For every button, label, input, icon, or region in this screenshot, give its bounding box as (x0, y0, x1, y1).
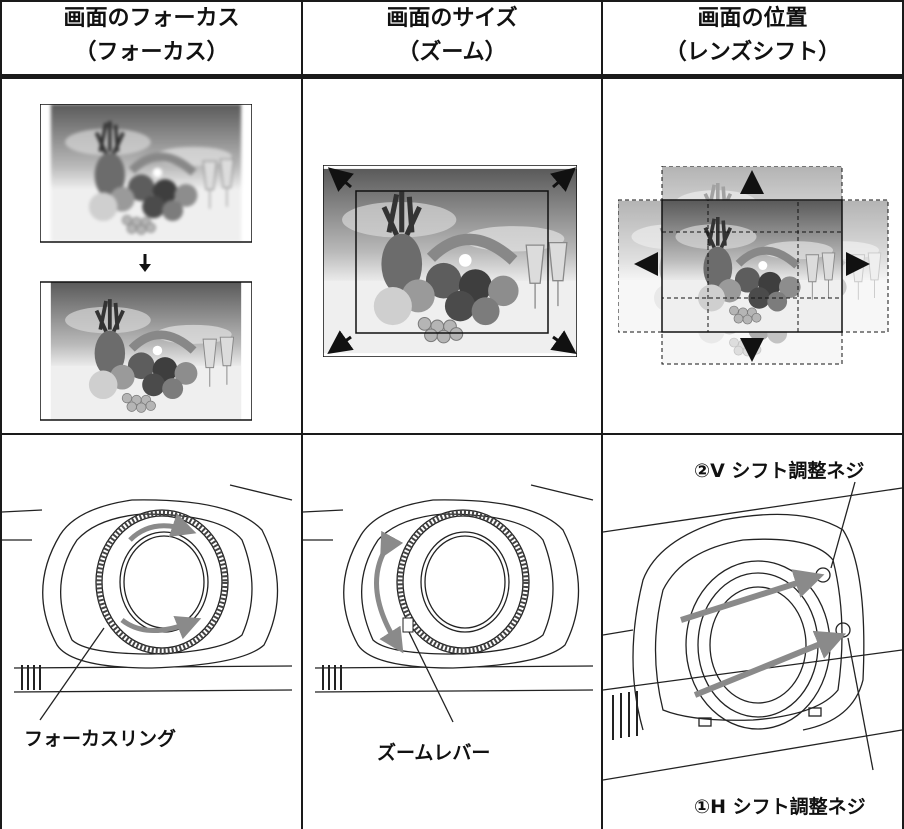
shift-illustration (618, 166, 890, 366)
zoom-lever-illustration (303, 440, 601, 740)
focus-ring-illustration (2, 440, 301, 740)
header-position: 画面の位置 （レンズシフト） (603, 0, 902, 72)
header-zoom-subtitle: （ズーム） (397, 40, 507, 65)
h-shift-label: ①H シフト調整ネジ (694, 796, 866, 818)
zoom-illustration (323, 165, 577, 357)
blurred-image (51, 104, 241, 242)
header-position-title: 画面の位置 (697, 6, 808, 31)
v-shift-label: ②V シフト調整ネジ (694, 460, 865, 482)
header-zoom: 画面のサイズ （ズーム） (303, 0, 601, 72)
shift-knob-illustration (603, 480, 902, 790)
header-focus: 画面のフォーカス （フォーカス） (2, 0, 301, 72)
focus-illustration (40, 104, 252, 424)
header-zoom-title: 画面のサイズ (386, 6, 518, 31)
header-focus-subtitle: （フォーカス） (74, 40, 229, 65)
zoom-lever-label: ズームレバー (377, 742, 491, 764)
focus-ring-label: フォーカスリング (24, 728, 177, 750)
header-position-subtitle: （レンズシフト） (664, 40, 841, 65)
header-focus-title: 画面のフォーカス (63, 6, 240, 31)
